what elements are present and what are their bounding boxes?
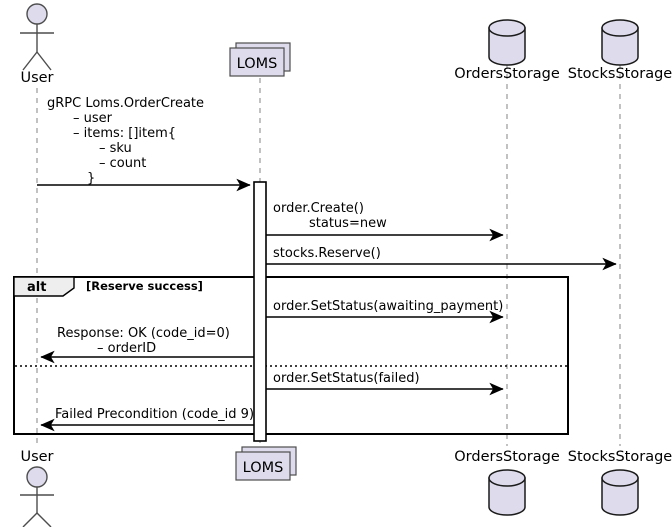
database-cylinder-top-icon: [488, 19, 526, 37]
database-cylinder-body-icon: [601, 27, 639, 66]
participant-user-top[interactable]: User: [20, 3, 54, 86]
component-box-icon: [229, 47, 285, 77]
message-label-line-1: stocks.Reserve(): [273, 246, 381, 261]
message-stocks-reserve[interactable]: stocks.Reserve(): [266, 246, 617, 271]
participant-ordersstorage-top[interactable]: OrdersStorage: [454, 19, 560, 82]
message-failed-precondition[interactable]: Failed Precondition (code_id 9): [40, 407, 254, 432]
message-label-line-2: – user: [73, 111, 113, 126]
message-label-line-1: gRPC Loms.OrderCreate: [47, 96, 204, 111]
database-cylinder-top-icon: [601, 19, 639, 37]
message-label-line-2: – orderID: [97, 341, 156, 356]
participant-label-loms-bottom: LOMS: [243, 460, 284, 476]
participant-loms-bottom[interactable]: LOMS: [235, 446, 297, 481]
database-cylinder-body-icon: [488, 27, 526, 66]
message-label-line-6: }: [87, 171, 95, 186]
combined-fragment-alt[interactable]: alt [Reserve success]: [13, 276, 569, 435]
actor-leg-left-icon: [22, 51, 38, 71]
participant-label-stocksstorage-top: StocksStorage: [568, 66, 672, 82]
message-label-line-5: – count: [99, 156, 146, 171]
participant-stocksstorage-top[interactable]: StocksStorage: [568, 19, 672, 82]
component-box-icon: [235, 451, 291, 481]
fragment-operator-label: alt: [27, 280, 46, 295]
message-label-line-1: Response: OK (code_id=0): [57, 326, 230, 341]
participant-ordersstorage-bottom[interactable]: OrdersStorage: [454, 449, 560, 516]
message-order-setstatus-awaiting-payment[interactable]: order.SetStatus(awaiting_payment): [266, 299, 504, 324]
fragment-operator-tab: [13, 276, 75, 297]
message-label-line-1: order.SetStatus(awaiting_payment): [273, 299, 503, 314]
participant-label-loms-top: LOMS: [237, 56, 278, 72]
message-label-line-1: Failed Precondition (code_id 9): [55, 407, 254, 422]
message-order-setstatus-failed[interactable]: order.SetStatus(failed): [266, 371, 504, 396]
actor-head-icon: [26, 3, 48, 25]
message-label-line-1: order.Create(): [273, 201, 364, 216]
message-label-line-4: – sku: [99, 141, 132, 156]
database-cylinder-top-icon: [488, 469, 526, 487]
database-cylinder-top-icon: [601, 469, 639, 487]
database-cylinder-body-icon: [601, 477, 639, 516]
activation-bar-loms: [253, 181, 267, 442]
message-label-line-2: status=new: [309, 216, 387, 231]
fragment-frame: [13, 276, 569, 435]
participant-loms-top[interactable]: LOMS: [229, 42, 291, 77]
actor-leg-left-icon: [22, 512, 38, 527]
participant-label-ordersstorage-top: OrdersStorage: [454, 66, 560, 82]
message-grpc-ordercreate[interactable]: gRPC Loms.OrderCreate – user – items: []…: [37, 96, 251, 192]
fragment-guard-label: [Reserve success]: [86, 279, 203, 293]
participant-label-stocksstorage-bottom: StocksStorage: [568, 449, 672, 465]
participant-label-ordersstorage-bottom: OrdersStorage: [454, 449, 560, 465]
actor-head-icon: [26, 466, 48, 488]
participant-label-user-bottom: User: [20, 449, 53, 465]
message-order-create[interactable]: order.Create() status=new: [266, 201, 504, 242]
message-response-ok[interactable]: Response: OK (code_id=0) – orderID: [40, 326, 254, 364]
participant-stocksstorage-bottom[interactable]: StocksStorage: [568, 449, 672, 516]
participant-label-user-top: User: [20, 70, 53, 86]
message-label-line-3: – items: []item{: [73, 126, 176, 141]
message-label-line-1: order.SetStatus(failed): [273, 371, 420, 386]
actor-leg-right-icon: [36, 512, 52, 527]
participant-user-bottom[interactable]: User: [20, 449, 54, 527]
database-cylinder-body-icon: [488, 477, 526, 516]
actor-leg-right-icon: [36, 51, 52, 71]
